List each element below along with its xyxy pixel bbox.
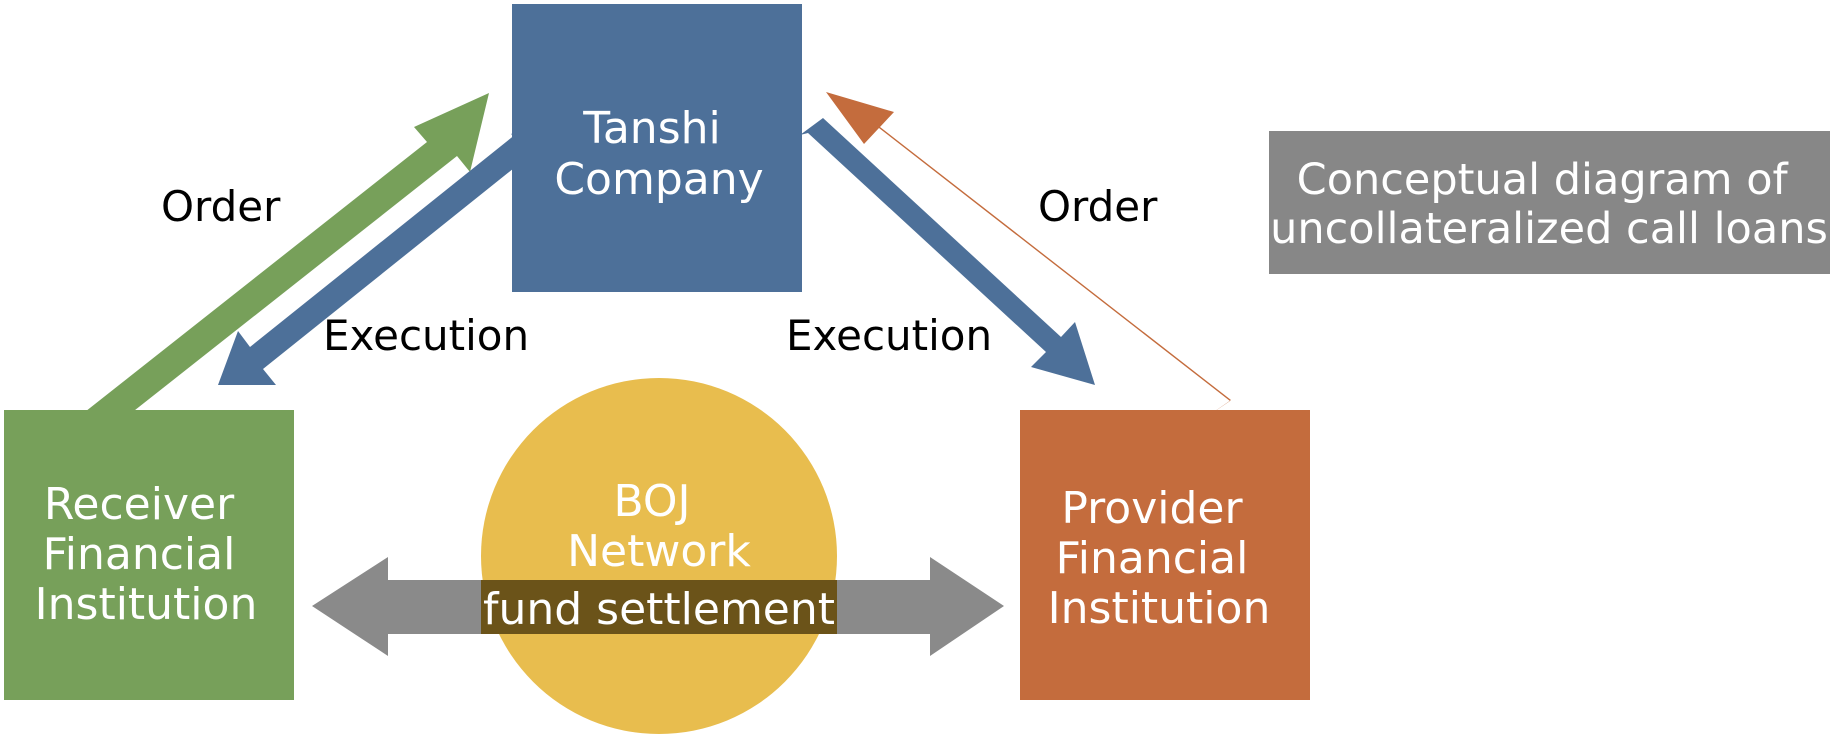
boj-network-circle bbox=[481, 378, 837, 734]
provider-institution-box bbox=[1020, 410, 1310, 700]
receiver-institution-label: Receiver Financial Institution bbox=[35, 479, 258, 630]
execution-left-arrow bbox=[218, 130, 534, 385]
order-right-arrow bbox=[826, 92, 1231, 418]
order-right-label: Order bbox=[1038, 182, 1158, 231]
provider-institution-label: Provider Financial Institution bbox=[1048, 483, 1271, 634]
caption-box bbox=[1269, 131, 1830, 274]
execution-right-label: Execution bbox=[786, 311, 992, 360]
caption-label: Conceptual diagram of uncollateralized c… bbox=[1270, 155, 1828, 254]
execution-left-label: Execution bbox=[323, 311, 529, 360]
order-left-label: Order bbox=[161, 182, 281, 231]
order-left-arrow bbox=[76, 93, 489, 433]
tanshi-company-box bbox=[512, 4, 802, 292]
fund-settlement-label: fund settlement bbox=[483, 584, 835, 635]
receiver-institution-box bbox=[4, 410, 294, 700]
boj-network-label: BOJ Network bbox=[567, 476, 751, 577]
execution-right-arrow bbox=[800, 118, 1095, 385]
fund-settlement-band bbox=[481, 580, 837, 634]
tanshi-company-label: Tanshi Company bbox=[554, 103, 763, 205]
